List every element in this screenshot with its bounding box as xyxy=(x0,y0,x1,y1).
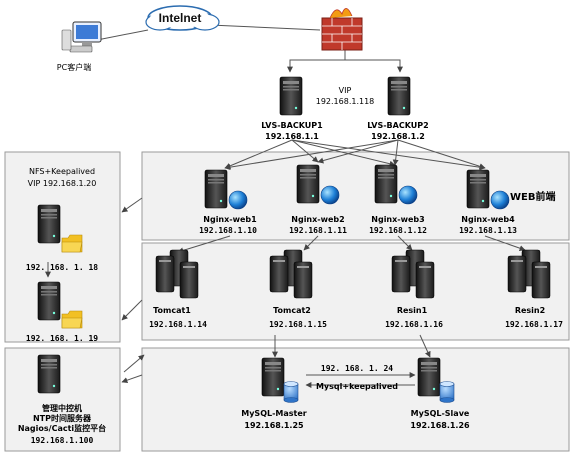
nginx-web3-name: Nginx-web3 xyxy=(371,215,424,224)
nfs-vip: VIP 192.168.1.20 xyxy=(28,179,97,188)
connections xyxy=(45,24,526,388)
nginx-web1-globe-icon xyxy=(228,190,248,210)
lvs-backup2-name: LVS-BACKUP2 xyxy=(367,121,428,130)
resin1-ip: 192.168.1.16 xyxy=(385,320,443,329)
pc-label: PC客户端 xyxy=(57,62,91,72)
internet-cloud-icon xyxy=(145,5,220,31)
nfs-node1-server-icon xyxy=(37,204,61,244)
mgmt-line1: 管理中控机 xyxy=(42,403,82,413)
nginx-web1-name: Nginx-web1 xyxy=(203,215,257,224)
mysql-master-server-icon xyxy=(261,357,285,397)
nginx-web2-globe-icon xyxy=(320,185,340,205)
nginx-web2-name: Nginx-web2 xyxy=(291,215,344,224)
vip-ip: 192.168.1.118 xyxy=(316,97,375,106)
lvs-backup1-name: LVS-BACKUP1 xyxy=(261,121,323,130)
resin2-name: Resin2 xyxy=(515,306,545,315)
nfs-title: NFS+Keepalived xyxy=(29,167,95,176)
resin2-ip: 192.168.1.17 xyxy=(505,320,563,329)
nginx-web2-server-icon xyxy=(296,164,320,204)
db-tier-panel xyxy=(141,347,570,452)
nginx-web3-ip: 192.168.1.12 xyxy=(369,226,427,235)
vip-title: VIP xyxy=(339,86,352,95)
nginx-web4-name: Nginx-web4 xyxy=(461,215,515,224)
tomcat1-name: Tomcat1 xyxy=(153,306,191,315)
web-group-title: WEB前端 xyxy=(510,190,555,203)
mysql-slave-disk-icon xyxy=(439,381,455,403)
mysql-slave-server-icon xyxy=(417,357,441,397)
nginx-web4-ip: 192.168.1.13 xyxy=(459,226,517,235)
tomcat1-ip: 192.168.1.14 xyxy=(149,320,207,329)
mgmt-line2: NTP时间服务器 xyxy=(33,413,92,423)
nginx-web1-server-icon xyxy=(204,169,228,209)
tomcat2-name: Tomcat2 xyxy=(273,306,311,315)
nginx-web3-server-icon xyxy=(374,164,398,204)
lvs-backup2-server-icon xyxy=(387,76,411,116)
mysql-link-label: Mysql+keepalived xyxy=(316,382,398,391)
lvs-backup1-server-icon xyxy=(279,76,303,116)
nginx-web1-ip: 192.168.1.10 xyxy=(199,226,257,235)
mgmt-server-icon xyxy=(37,354,61,394)
lvs-backup2-ip: 192.168.1.2 xyxy=(371,132,425,141)
tomcat2-ip: 192.168.1.15 xyxy=(269,320,327,329)
mgmt-panel xyxy=(4,347,121,452)
mysql-master-ip: 192.168.1.25 xyxy=(244,421,304,430)
mysql-master-name: MySQL-Master xyxy=(241,409,307,418)
resin1-name: Resin1 xyxy=(397,306,428,315)
lvs-backup1-ip: 192.168.1.1 xyxy=(265,132,319,141)
app-tier-panel xyxy=(141,242,570,341)
mysql-slave-ip: 192.168.1.26 xyxy=(410,421,470,430)
nginx-web2-ip: 192.168.1.11 xyxy=(289,226,347,235)
mysql-slave-name: MySQL-Slave xyxy=(411,409,470,418)
nginx-web4-globe-icon xyxy=(490,190,510,210)
mgmt-ip: 192.168.1.100 xyxy=(31,436,94,445)
nfs-node2-server-icon xyxy=(37,281,61,321)
internet-label: Intelnet xyxy=(159,11,202,25)
mgmt-line3: Nagios/Cacti监控平台 xyxy=(18,423,106,433)
nginx-web3-globe-icon xyxy=(398,185,418,205)
nfs-node1-ip: 192. 168. 1. 18 xyxy=(26,263,98,272)
pc-icon xyxy=(61,21,102,53)
mysql-master-disk-icon xyxy=(283,381,299,403)
firewall-icon xyxy=(321,8,363,51)
nginx-web4-server-icon xyxy=(466,169,490,209)
mysql-link-ip: 192. 168. 1. 24 xyxy=(321,364,393,373)
nfs-node2-ip: 192. 168. 1. 19 xyxy=(26,334,98,343)
